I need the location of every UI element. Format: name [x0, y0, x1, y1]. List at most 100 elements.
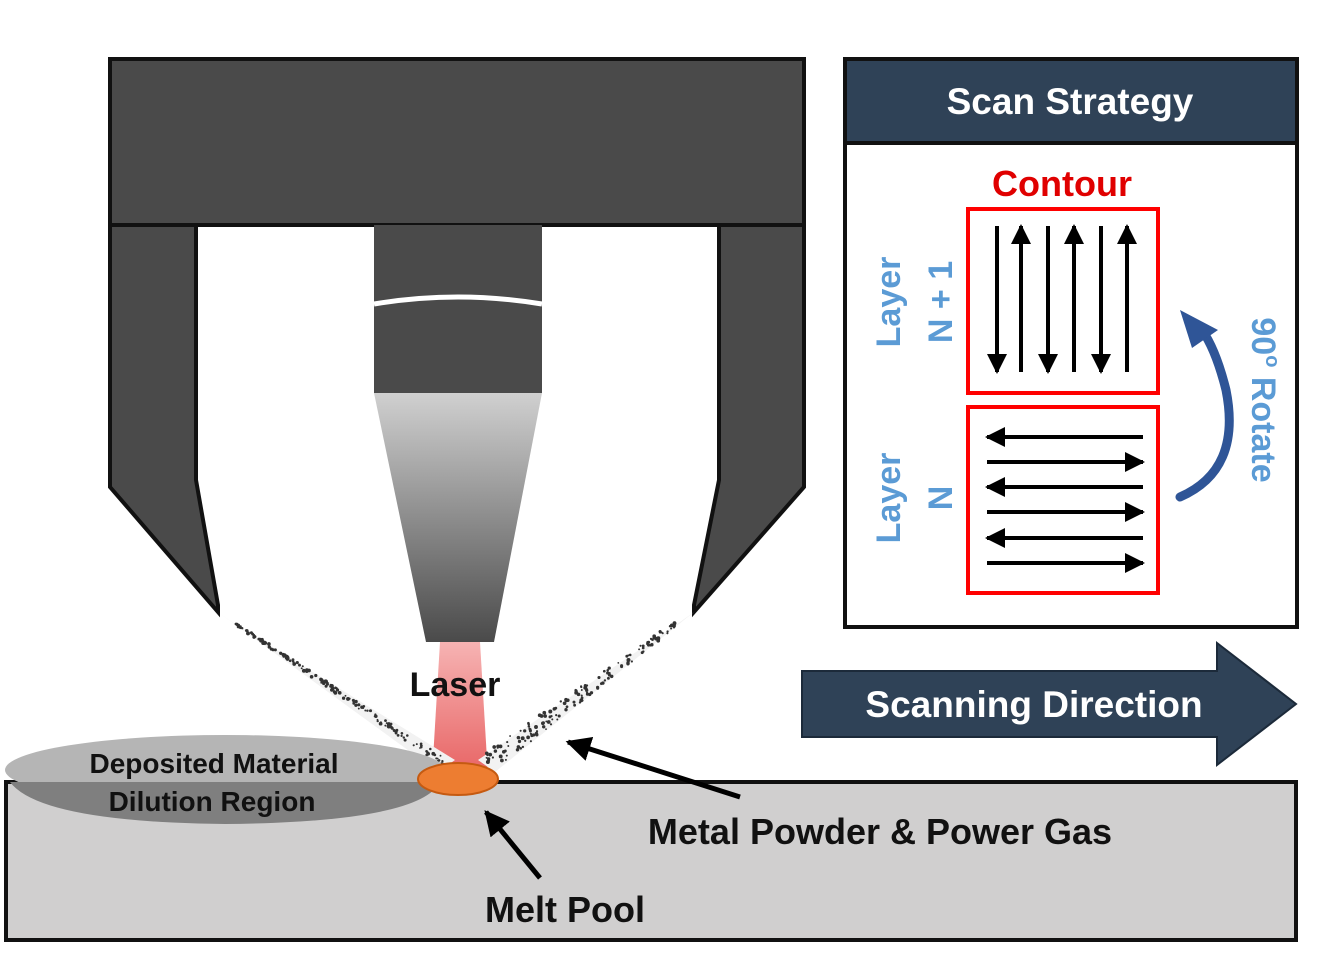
powder-particle [527, 725, 531, 728]
powder-particle [295, 661, 299, 665]
powder-particle [261, 639, 265, 643]
deposited-material-label: Deposited Material [90, 748, 339, 779]
powder-particle [555, 713, 558, 717]
powder-particle [617, 661, 620, 664]
powder-particle [580, 694, 583, 697]
powder-particle [285, 655, 290, 660]
scanning-direction-arrow [801, 640, 1298, 768]
nozzle-head [108, 57, 806, 618]
powder-particle [509, 735, 512, 737]
powder-particle [529, 729, 532, 733]
powder-particle [578, 701, 582, 704]
rotate-number: 90 [1244, 317, 1282, 355]
powder-particle [484, 751, 489, 756]
powder-particle [362, 704, 366, 708]
rotate-word: Rotate [1244, 377, 1282, 483]
powder-particle [572, 700, 576, 704]
powder-particle [429, 747, 432, 751]
powder-particle [245, 629, 249, 633]
layer-n-scan-vectors [985, 427, 1145, 573]
powder-particle [498, 744, 503, 749]
powder-particle [254, 635, 257, 638]
contour-box-layer-n [966, 405, 1160, 595]
scanning-direction-label: Scanning Direction [865, 684, 1202, 725]
powder-particle [580, 685, 583, 688]
powder-particle [562, 701, 567, 706]
powder-particle [670, 627, 673, 630]
powder-particle [535, 733, 539, 737]
powder-particle [606, 669, 609, 672]
powder-particle [628, 653, 632, 657]
powder-particle [638, 648, 641, 651]
powder-particle [341, 696, 346, 700]
powder-particle [390, 726, 394, 730]
powder-particle [309, 675, 314, 679]
powder-particle [378, 721, 383, 726]
powder-particle [549, 723, 553, 726]
powder-particle [529, 740, 532, 743]
powder-particle [516, 745, 521, 749]
powder-particle [500, 758, 504, 763]
powder-particle [426, 751, 431, 756]
powder-particle [606, 671, 610, 675]
powder-particle [545, 728, 547, 731]
powder-particle [641, 646, 645, 650]
powder-particle [334, 686, 337, 690]
powder-particle [565, 705, 569, 709]
powder-particle [366, 709, 369, 712]
powder-particle [412, 744, 415, 747]
powder-particle [394, 729, 398, 734]
powder-particle [542, 710, 547, 715]
powder-particle [626, 662, 630, 666]
powder-particle [374, 714, 378, 719]
metal-powder-label: Metal Powder & Power Gas [648, 811, 1112, 852]
powder-particle [574, 690, 579, 695]
powder-particle [493, 749, 498, 753]
powder-particle [486, 754, 489, 757]
powder-particle [323, 679, 328, 684]
powder-particle [400, 731, 404, 735]
powder-particle [639, 644, 642, 647]
powder-particle [498, 754, 503, 759]
powder-particle [574, 688, 577, 692]
powder-particle [608, 672, 611, 675]
powder-particle [541, 721, 545, 725]
powder-particle [546, 720, 551, 724]
melt-pool-label: Melt Pool [485, 889, 645, 930]
metal-powder-pointer-arrow [565, 736, 741, 800]
powder-particle [335, 688, 340, 692]
powder-particle [384, 724, 387, 727]
powder-particle [300, 667, 303, 670]
powder-particle [647, 643, 650, 647]
powder-particle [314, 673, 318, 678]
layer-n-plus-1-label-line2: N + 1 [922, 261, 960, 343]
scan-strategy-title: Scan Strategy [947, 81, 1194, 122]
powder-particle [548, 709, 553, 714]
contour-label: Contour [992, 163, 1132, 204]
powder-particle [599, 682, 603, 685]
rotate-arrow [1175, 325, 1234, 502]
powder-particle [630, 660, 633, 663]
powder-particle [651, 644, 654, 647]
powder-particle [551, 718, 554, 721]
powder-particle [330, 684, 334, 689]
powder-particle [588, 692, 592, 696]
powder-particle [338, 691, 342, 695]
powder-particle [557, 714, 561, 718]
powder-particle [301, 668, 306, 673]
powder-particle [346, 696, 350, 701]
powder-particle [640, 651, 644, 655]
powder-particle [519, 729, 522, 732]
powder-particle [441, 759, 444, 763]
powder-particle [596, 686, 600, 690]
powder-particle [585, 688, 589, 693]
powder-particle [537, 713, 542, 718]
powder-particle [396, 734, 400, 737]
powder-particle [386, 724, 391, 729]
powder-particle [419, 744, 423, 748]
powder-particle [368, 709, 372, 712]
powder-particle [607, 666, 611, 670]
powder-particle [649, 637, 653, 641]
powder-particle [520, 736, 525, 741]
